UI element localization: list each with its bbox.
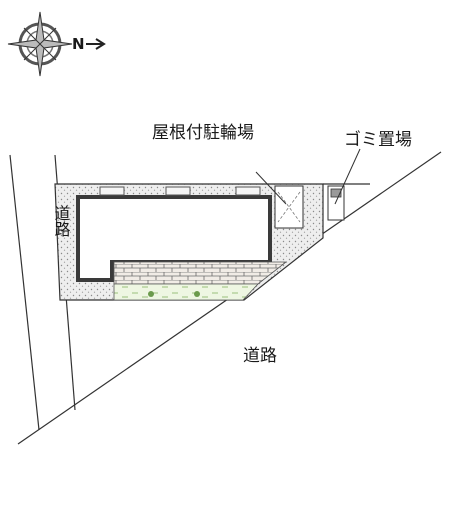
compass: N — [7, 11, 106, 77]
side-road-label-text: 道路 — [52, 205, 71, 237]
building-marker-2 — [165, 186, 191, 196]
left-road-edge-1 — [9, 154, 40, 431]
main-road-label: 道路 — [243, 346, 277, 366]
side-road-label: 道路 — [52, 205, 71, 237]
compass-north-letter: N — [72, 35, 85, 53]
building-marker-3 — [235, 186, 261, 196]
compass-diagonal-icon — [23, 27, 57, 61]
garbage-leader-line — [334, 148, 361, 205]
building-marker-1 — [99, 186, 125, 196]
shrub-icon-2 — [194, 291, 200, 297]
compass-north-arrow-icon — [86, 38, 106, 50]
roof-parking-leader-line — [255, 171, 287, 205]
brick-paving — [113, 261, 288, 285]
building-outline — [76, 195, 272, 282]
garbage-area-label: ゴミ置場 — [344, 129, 412, 150]
shrub-icon-1 — [148, 291, 154, 297]
roof-bicycle-parking-area — [274, 185, 304, 229]
garden-strip — [113, 283, 259, 301]
garbage-bin-icon — [330, 188, 342, 198]
roof-bicycle-parking-label: 屋根付駐輪場 — [152, 123, 254, 143]
roof-bicycle-parking-x-icon — [277, 191, 301, 223]
